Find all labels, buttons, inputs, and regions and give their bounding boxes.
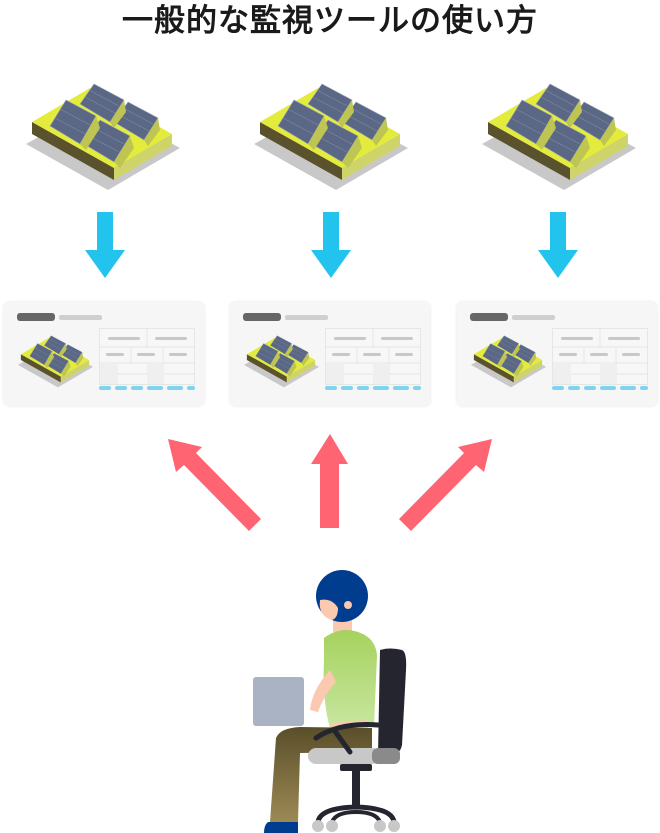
panel-title-bar — [17, 313, 55, 321]
arrow-up-right-icon — [399, 439, 492, 531]
solar-farm-icon — [478, 82, 638, 192]
laptop — [253, 677, 304, 726]
solar-farm-icon — [250, 82, 410, 192]
arrow-up-left-icon — [168, 439, 261, 531]
data-table — [325, 328, 421, 385]
data-table — [552, 328, 648, 385]
status-bar-row — [99, 386, 195, 390]
panel-subtitle-bar — [512, 315, 555, 320]
data-table — [99, 328, 195, 385]
panel-title-bar — [243, 313, 281, 321]
solar-farm-icon — [16, 334, 94, 389]
shirt — [323, 630, 377, 728]
arrow-up-icon — [311, 434, 348, 528]
chair-back — [378, 648, 407, 755]
solar-farm-icon — [22, 82, 182, 192]
arrow-down-icon — [311, 212, 351, 282]
monitoring-tool-panel — [4, 302, 204, 406]
solar-farm-icon — [242, 334, 320, 389]
panel-title-bar — [470, 313, 508, 321]
panel-subtitle-bar — [59, 315, 102, 320]
user-arrows — [168, 434, 492, 531]
arrow-down-icon — [85, 212, 125, 282]
panel-subtitle-bar — [285, 315, 328, 320]
person-at-laptop-icon — [253, 570, 407, 833]
page-title: 一般的な監視ツールの使い方 — [122, 3, 538, 39]
arrow-down-icon — [538, 212, 578, 282]
status-bar-row — [325, 386, 421, 390]
solar-farm-icon — [469, 334, 547, 389]
monitoring-tool-panel — [230, 302, 430, 406]
monitoring-tool-panel — [457, 302, 657, 406]
status-bar-row — [552, 386, 648, 390]
